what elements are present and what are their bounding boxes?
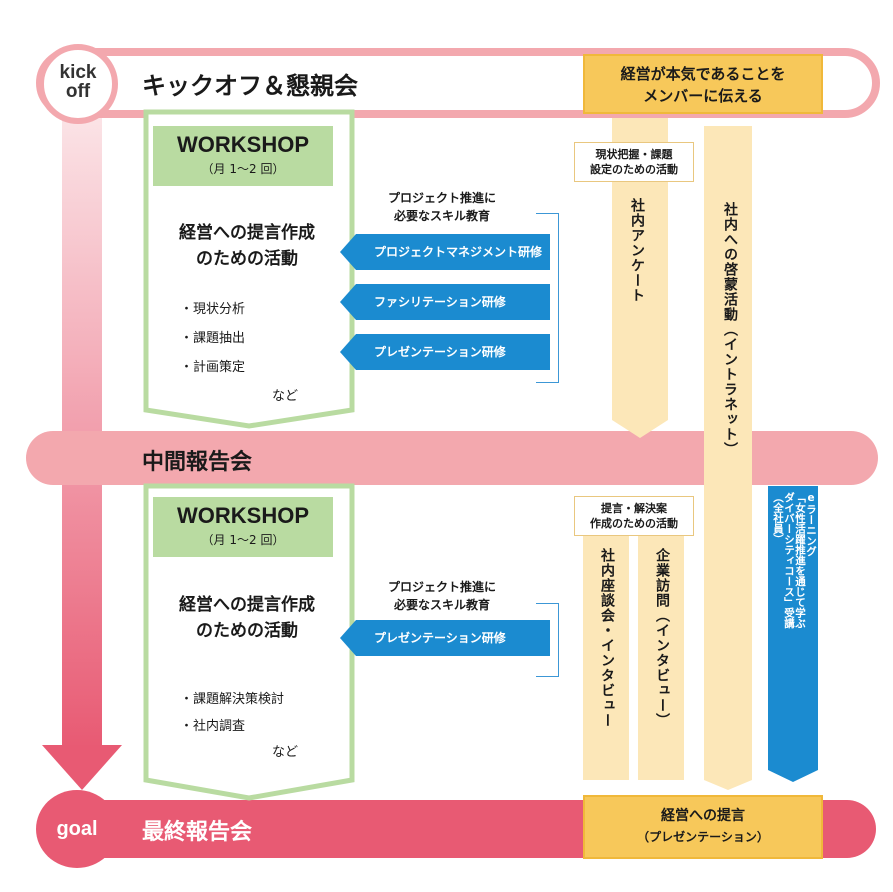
workshop1-bullet-2: ・課題抽出	[180, 331, 246, 346]
workshop2-education-line1: プロジェクト推進に	[387, 580, 496, 594]
training-arrow-pm	[340, 234, 356, 270]
workshop2-shape	[143, 483, 355, 801]
goal-title: 最終報告会	[142, 820, 253, 845]
kickoff-message-line2: メンバーに伝える	[643, 87, 763, 105]
training-presentation-1: プレゼンテーション研修	[356, 334, 550, 370]
workshop2-activity-line2: のための活動	[196, 621, 298, 641]
goal-circle-label: goal	[56, 818, 98, 840]
training-facilitation: ファシリテーション研修	[356, 284, 550, 320]
research-column	[612, 118, 668, 438]
workshop1-title: WORKSHOP	[177, 132, 309, 157]
kickoff-message-line1: 経営が本気であることを	[620, 65, 786, 83]
timeline-arrowhead	[42, 745, 122, 790]
elearning-line3: ダイバーシティコース」受講	[783, 492, 795, 629]
elearning-line4: （全社員）	[772, 492, 784, 545]
workshop1-tab: WORKSHOP （月 1～2 回）	[153, 126, 333, 186]
kickoff-message: 経営が本気であることを メンバーに伝える	[583, 54, 823, 114]
proposal-header-line1: 提言・解決案	[601, 502, 667, 515]
intranet-column	[704, 126, 752, 790]
workshop2-bullet-1: ・課題解決策検討	[180, 692, 285, 707]
company-visit-label: 企業訪問（インタビュー）	[654, 548, 670, 728]
workshop2-education-line2: 必要なスキル教育	[393, 598, 490, 612]
workshop1-training-bracket	[536, 213, 559, 383]
workshop1-activity-line1: 経営への提言作成	[179, 223, 315, 243]
workshop2-subtitle: （月 1～2 回）	[201, 533, 285, 547]
workshop2-etc: など	[272, 745, 299, 760]
kickoff-circle-line2: off	[65, 81, 91, 102]
roundtable-column	[583, 536, 629, 780]
elearning-column	[768, 486, 818, 782]
workshop1-activity-line2: のための活動	[196, 249, 298, 269]
workshop2-bullet-2: ・社内調査	[180, 719, 246, 734]
workshop1-education-line1: プロジェクト推進に	[387, 191, 496, 205]
workshop2-education-label: プロジェクト推進に 必要なスキル教育	[356, 578, 528, 614]
goal-message: 経営への提言 （プレゼンテーション）	[583, 795, 823, 859]
training-arrow-facilitation	[340, 284, 356, 320]
goal-circle: goal	[36, 790, 118, 868]
training-presentation-2: プレゼンテーション研修	[356, 620, 550, 656]
kickoff-circle: kick off	[38, 44, 118, 124]
kickoff-title: キックオフ＆懇親会	[142, 72, 358, 100]
midterm-bar	[26, 431, 878, 485]
research-header: 現状把握・課題 設定のための活動	[574, 142, 694, 182]
workshop2-tab: WORKSHOP （月 1～2 回）	[153, 497, 333, 557]
workshop2-training-bracket	[536, 603, 559, 677]
workshop1-activity: 経営への提言作成 のための活動	[158, 220, 336, 272]
midterm-title: 中間報告会	[142, 450, 253, 475]
research-header-line1: 現状把握・課題	[595, 148, 673, 161]
workshop1-bullet-3: ・計画策定	[180, 360, 246, 375]
company-visit-column	[638, 536, 684, 780]
elearning-line2: 「女性活躍推進を通じて学ぶ	[794, 492, 806, 629]
kickoff-circle-line1: kick	[59, 62, 97, 83]
research-header-line2: 設定のための活動	[590, 163, 678, 176]
goal-message-line1: 経営への提言	[661, 808, 745, 824]
training-arrow-presentation-2	[340, 620, 356, 656]
goal-message-line2: （プレゼンテーション）	[637, 830, 769, 844]
workshop2-activity: 経営への提言作成 のための活動	[158, 592, 336, 644]
training-arrow-presentation-1	[340, 334, 356, 370]
roundtable-label: 社内座談会・インタビュー	[599, 548, 615, 728]
workshop1-education-line2: 必要なスキル教育	[393, 209, 490, 223]
proposal-header-line2: 作成のための活動	[590, 517, 678, 530]
elearning-line1: eラーニング	[805, 492, 817, 557]
proposal-header: 提言・解決案 作成のための活動	[574, 496, 694, 536]
workshop1-bullet-1: ・現状分析	[180, 302, 246, 317]
workshop1-etc: など	[272, 389, 299, 404]
training-project-management: プロジェクトマネジメント研修	[356, 234, 550, 270]
workshop1-education-label: プロジェクト推進に 必要なスキル教育	[356, 189, 528, 225]
workshop1-subtitle: （月 1～2 回）	[201, 162, 285, 176]
workshop2-activity-line1: 経営への提言作成	[179, 595, 315, 615]
workshop1-shape	[143, 109, 355, 429]
workshop2-title: WORKSHOP	[177, 503, 309, 528]
intranet-label: 社内への啓蒙活動（イントラネット）	[722, 202, 738, 457]
elearning-text: eラーニング 「女性活躍推進を通じて学ぶ ダイバーシティコース」受講 （全社員）	[770, 492, 817, 764]
survey-label: 社内アンケート	[629, 198, 645, 303]
